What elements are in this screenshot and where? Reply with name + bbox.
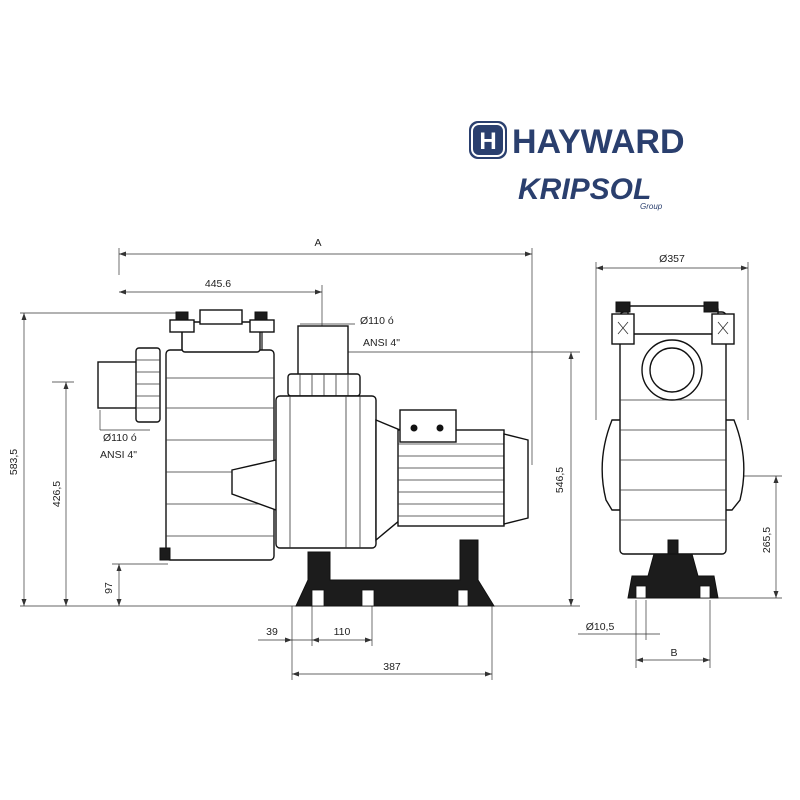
kripsol-logo: KRIPSOL Group bbox=[518, 173, 663, 211]
dim-bolt-hole: Ø10,5 bbox=[586, 621, 615, 633]
dim-a: A bbox=[314, 237, 321, 249]
pump-front-view bbox=[601, 301, 745, 599]
dim-110: 110 bbox=[334, 626, 351, 638]
kripsol-group: Group bbox=[640, 202, 663, 211]
dim-outlet-ansi: ANSI 4" bbox=[363, 337, 400, 349]
dim-265-5: 265,5 bbox=[761, 527, 773, 553]
dim-39: 39 bbox=[266, 626, 278, 638]
dim-b: B bbox=[670, 647, 677, 659]
dim-97: 97 bbox=[103, 582, 115, 594]
hayward-wordmark: HAYWARD bbox=[512, 123, 685, 161]
dim-outlet-diameter: Ø110 ó bbox=[360, 315, 394, 327]
kripsol-wordmark: KRIPSOL bbox=[518, 173, 651, 206]
hayward-mark: H bbox=[479, 128, 496, 155]
dim-inlet-ansi: ANSI 4" bbox=[100, 449, 137, 461]
front-dimension-lines bbox=[578, 262, 782, 668]
dim-583-5: 583,5 bbox=[8, 449, 20, 475]
hayward-logo: H HAYWARD bbox=[469, 121, 685, 161]
dim-445-6: 445.6 bbox=[205, 278, 231, 290]
dim-387: 387 bbox=[383, 661, 401, 673]
dim-546-5: 546,5 bbox=[554, 467, 566, 493]
dim-426-5: 426,5 bbox=[51, 481, 63, 507]
pump-side-view bbox=[97, 309, 529, 607]
dim-357: Ø357 bbox=[659, 253, 685, 265]
dim-inlet-diameter: Ø110 ó bbox=[103, 432, 137, 444]
